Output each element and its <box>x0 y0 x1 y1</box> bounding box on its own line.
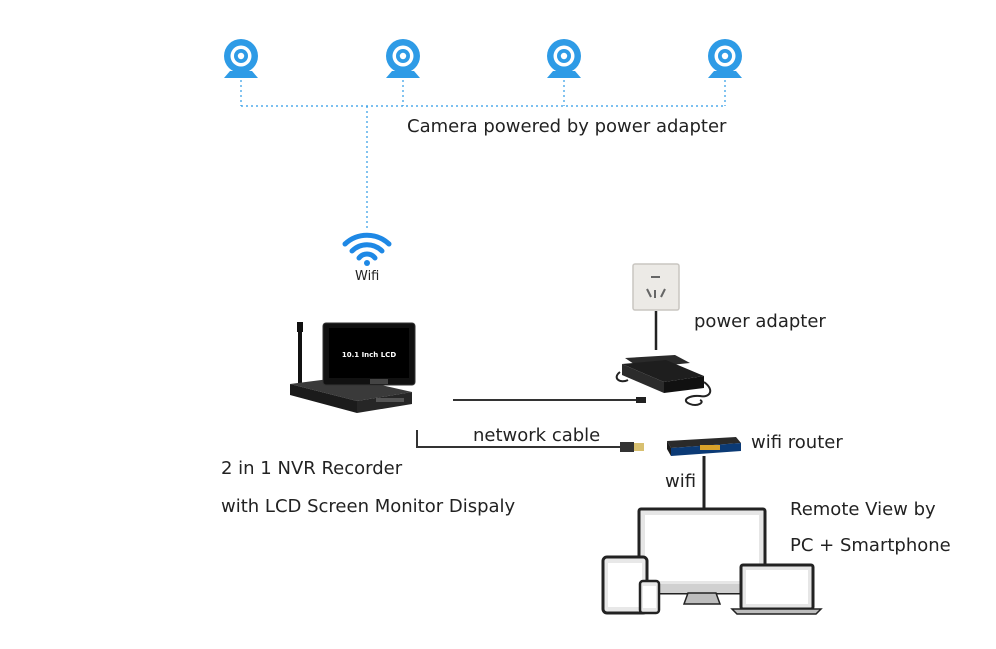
network-cable-label: network cable <box>473 425 601 446</box>
camera-power-label: Camera powered by power adapter <box>407 116 727 137</box>
router-icon <box>667 437 741 456</box>
camera-link-lines <box>240 80 726 228</box>
camera-icon <box>708 39 742 78</box>
remote-view-label-line2: PC + Smartphone <box>790 535 951 556</box>
power-adapter-label: power adapter <box>694 311 826 332</box>
nvr-recorder-icon: 10.1 Inch LCD <box>290 322 416 413</box>
camera-icon <box>224 39 258 78</box>
nvr-label-line1: 2 in 1 NVR Recorder <box>221 458 403 479</box>
wifi-icon <box>342 232 392 266</box>
nvr-label-line2: with LCD Screen Monitor Dispaly <box>221 496 516 517</box>
wifi-label: Wifi <box>355 269 380 284</box>
wall-outlet-icon <box>632 263 680 311</box>
devices-icon <box>601 507 823 615</box>
remote-view-label-line1: Remote View by <box>790 499 936 520</box>
ethernet-plug-icon <box>620 442 644 452</box>
lcd-screen-text: 10.1 Inch LCD <box>342 351 396 359</box>
power-adapter-icon <box>615 355 712 406</box>
camera-icon <box>386 39 420 78</box>
camera-icon <box>547 39 581 78</box>
wifi-link-label: wifi <box>665 471 697 492</box>
network-cable <box>416 430 620 448</box>
wifi-router-label: wifi router <box>751 432 843 453</box>
